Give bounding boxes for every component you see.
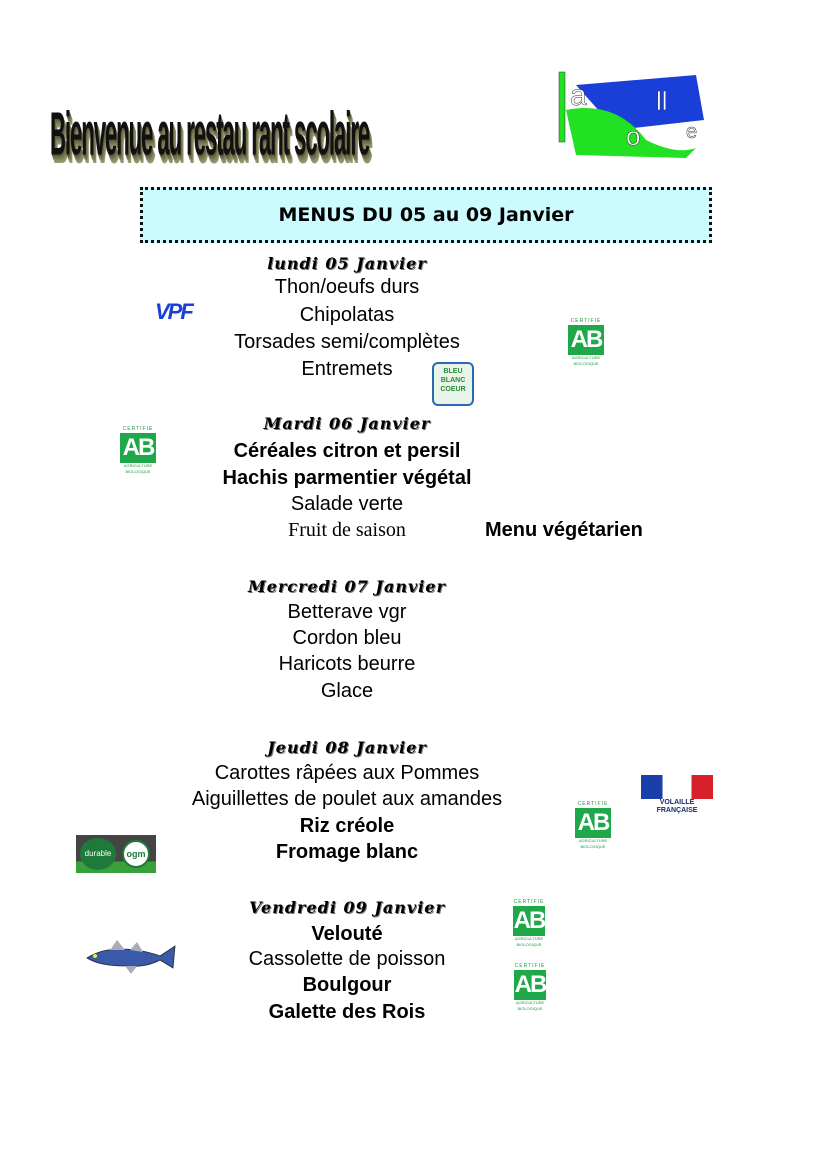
bbc-logo-text: BLEU BLANC COEUR — [440, 368, 466, 393]
svg-text:e: e — [686, 121, 697, 143]
welcome-title: Bienvenue au restau rant scolaire — [50, 100, 370, 169]
menu-item: Betterave vgr — [287, 601, 407, 623]
menu-item: Thon/oeufs durs — [274, 276, 420, 298]
ab-organic-logo: CERTIFIE AB AGRICULTURE BIOLOGIQUE — [514, 963, 547, 1013]
ab-mark: AB — [514, 970, 547, 1000]
ab-mark: AB — [120, 433, 156, 463]
bleu-blanc-coeur-logo: BLEU BLANC COEUR — [432, 362, 474, 406]
agriculture-durable-no-ogm-logo: durable ogm — [76, 835, 156, 873]
menu-item: Aiguillettes de poulet aux amandes — [191, 788, 503, 810]
menu-item: Hachis parmentier végétal — [222, 467, 472, 489]
ab-mark: AB — [575, 808, 611, 838]
menu-item: Céréales citron et persil — [233, 440, 461, 462]
menu-item: Fromage blanc — [275, 841, 419, 863]
ab-bottom-text: AGRICULTURE BIOLOGIQUE — [578, 838, 608, 849]
menu-item: Cassolette de poisson — [248, 948, 446, 970]
day-heading-friday: Vendredi 09 Janvier — [249, 898, 445, 917]
menu-item: Fruit de saison — [288, 519, 406, 541]
ab-bottom-text: AGRICULTURE BIOLOGIQUE — [514, 936, 544, 947]
menu-item: Entremets — [301, 358, 393, 380]
day-heading-monday: lundi 05 Janvier — [267, 254, 427, 273]
svg-text:ll: ll — [656, 86, 668, 116]
ab-top-text: CERTIFIE — [570, 318, 602, 324]
menu-item: Salade verte — [290, 493, 404, 515]
menu-item: Boulgour — [302, 974, 392, 996]
menu-item: Torsades semi/complètes — [234, 331, 460, 353]
no-ogm-badge: ogm — [122, 840, 150, 868]
ab-organic-logo: CERTIFIE AB AGRICULTURE BIOLOGIQUE — [513, 899, 546, 949]
ab-top-text: CERTIFIE — [577, 801, 609, 807]
ab-bottom-text: AGRICULTURE BIOLOGIQUE — [123, 463, 153, 474]
menu-item: Haricots beurre — [278, 653, 416, 675]
menu-item: Galette des Rois — [268, 1001, 426, 1023]
svg-text:o: o — [626, 121, 640, 151]
ab-bottom-text: AGRICULTURE BIOLOGIQUE — [571, 355, 601, 366]
volaille-logo-text: VOLAILLE FRANÇAISE — [641, 799, 713, 815]
volaille-francaise-logo: VOLAILLE FRANÇAISE — [641, 775, 713, 815]
vegetarian-menu-note: Menu végétarien — [485, 519, 643, 541]
school-logo: a ll e o — [556, 70, 716, 160]
menu-item: Carottes râpées aux Pommes — [214, 762, 480, 784]
menu-period-banner: MENUS DU 05 au 09 Janvier — [140, 187, 712, 243]
ab-top-text: CERTIFIE — [122, 426, 154, 432]
menu-item: Velouté — [311, 923, 383, 945]
ab-top-text: CERTIFIE — [513, 899, 545, 905]
day-heading-tuesday: Mardi 06 Janvier — [263, 414, 431, 433]
menu-item: Cordon bleu — [292, 627, 402, 649]
ab-mark: AB — [568, 325, 604, 355]
ab-organic-logo: CERTIFIE AB AGRICULTURE BIOLOGIQUE — [568, 318, 604, 368]
durable-badge: durable — [80, 838, 116, 870]
ab-mark: AB — [513, 906, 546, 936]
day-heading-wednesday: Mercredi 07 Janvier — [248, 577, 446, 596]
menu-item: Glace — [320, 680, 374, 702]
ab-organic-logo: CERTIFIE AB AGRICULTURE BIOLOGIQUE — [575, 801, 611, 851]
vpf-logo-text: VPF — [155, 299, 194, 324]
menu-item: Riz créole — [299, 815, 395, 837]
vpf-logo: VPF — [155, 300, 215, 324]
day-heading-thursday: Jeudi 08 Janvier — [267, 738, 427, 757]
ab-top-text: CERTIFIE — [514, 963, 546, 969]
menu-period-text: MENUS DU 05 au 09 Janvier — [278, 204, 574, 226]
fish-icon — [85, 938, 177, 981]
menu-item: Chipolatas — [299, 304, 395, 326]
ab-bottom-text: AGRICULTURE BIOLOGIQUE — [515, 1000, 545, 1011]
svg-text:a: a — [570, 79, 587, 112]
ab-organic-logo: CERTIFIE AB AGRICULTURE BIOLOGIQUE — [120, 426, 156, 476]
